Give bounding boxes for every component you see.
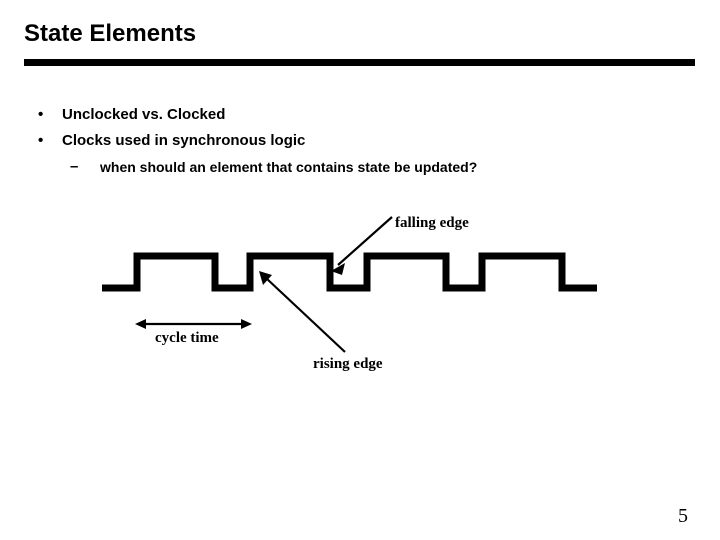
bullet-marker-icon: • [38,106,44,123]
rising-edge-label: rising edge [313,356,383,372]
bullet-marker-icon: • [38,132,44,149]
clock-waveform-figure: falling edge rising edge cycle time [0,195,720,395]
list-item-label: when should an element that contains sta… [100,159,478,175]
falling-edge-arrowhead-icon [331,263,345,275]
falling-edge-leader-line [337,216,393,266]
bullet-list: • Unclocked vs. Clocked • Clocks used in… [0,104,720,182]
cycle-time-label: cycle time [155,330,219,346]
title-divider-rule [24,59,695,66]
rising-edge-leader-line [265,277,346,353]
list-item: • Unclocked vs. Clocked [0,104,720,130]
clock-waveform-trace [102,252,597,292]
cycle-time-right-arrowhead-icon [241,319,252,329]
rising-edge-arrowhead-icon [259,271,272,285]
cycle-time-left-arrowhead-icon [135,319,146,329]
list-item: – when should an element that contains s… [0,156,720,182]
page-number: 5 [678,505,688,527]
list-item: • Clocks used in synchronous logic [0,130,720,156]
list-item-label: Unclocked vs. Clocked [62,106,226,123]
page-title: State Elements [24,20,197,47]
waveform-svg: falling edge rising edge cycle time [102,215,597,372]
dash-marker-icon: – [70,158,79,175]
list-item-label: Clocks used in synchronous logic [62,132,306,149]
falling-edge-label: falling edge [395,215,469,231]
